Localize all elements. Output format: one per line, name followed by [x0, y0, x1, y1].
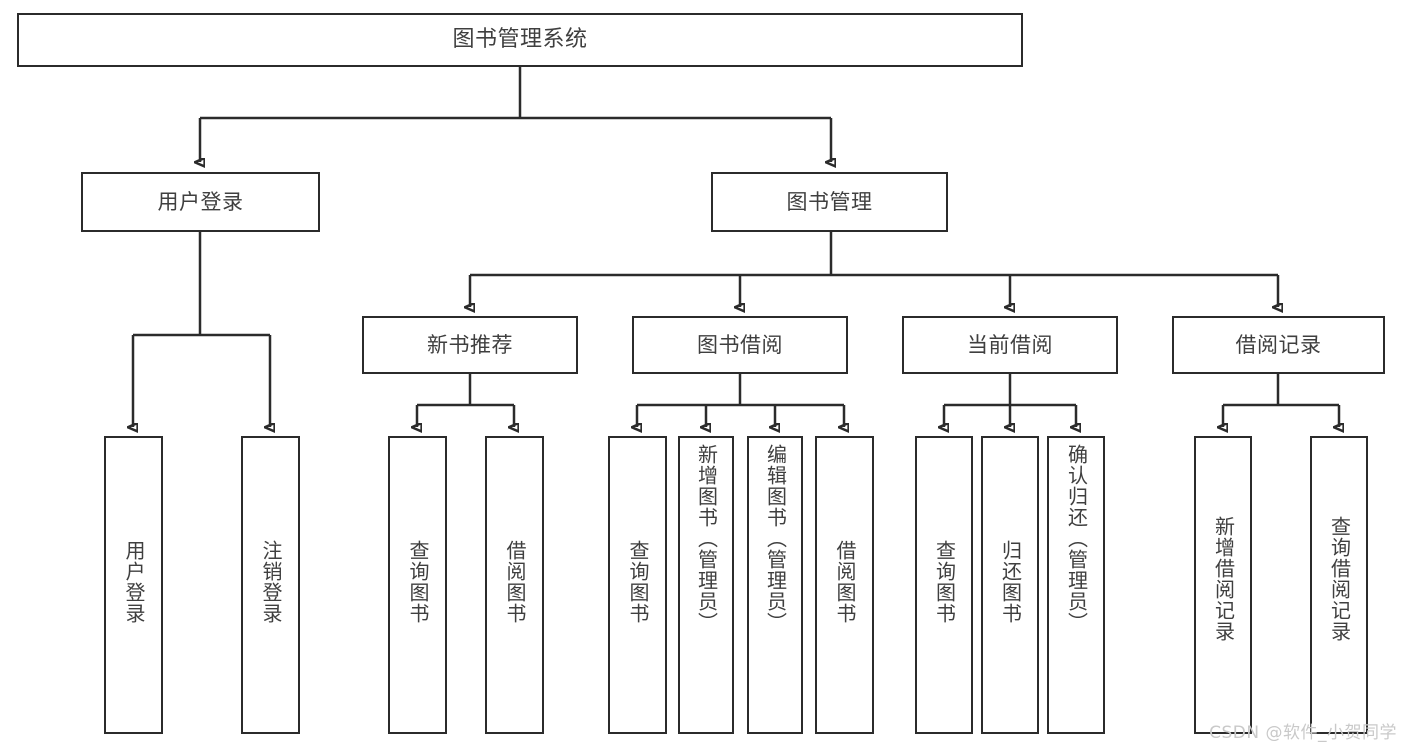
node-label: 新书推荐 — [427, 332, 513, 357]
node-label: 查询图书 — [932, 540, 957, 624]
leaf-current-return-book[interactable]: 归还图书 — [981, 436, 1039, 734]
node-new-book-recommend[interactable]: 新书推荐 — [362, 316, 578, 374]
node-label: 图书管理系统 — [452, 27, 588, 53]
node-label: 查询图书 — [406, 540, 430, 624]
node-label: 注销登录 — [259, 540, 283, 624]
leaf-borrow-add-book-admin[interactable]: 新增图书（管理员） — [678, 436, 734, 734]
node-label: 编辑图书（管理员） — [763, 444, 788, 633]
leaf-record-query-borrow-record[interactable]: 查询借阅记录 — [1310, 436, 1368, 734]
node-borrow-record[interactable]: 借阅记录 — [1172, 316, 1385, 374]
leaf-borrow-borrow-book[interactable]: 借阅图书 — [815, 436, 874, 734]
node-label: 用户登录 — [157, 189, 244, 214]
node-label: 新增借阅记录 — [1211, 516, 1236, 642]
node-label: 用户登录 — [122, 540, 146, 624]
leaf-borrow-edit-book-admin[interactable]: 编辑图书（管理员） — [747, 436, 803, 734]
node-label: 查询图书 — [626, 540, 650, 624]
leaf-record-add-borrow-record[interactable]: 新增借阅记录 — [1194, 436, 1252, 734]
node-label: 借阅图书 — [503, 540, 527, 624]
node-book-management[interactable]: 图书管理 — [711, 172, 948, 232]
leaf-newbook-query-book[interactable]: 查询图书 — [388, 436, 447, 734]
leaf-user-login-signout[interactable]: 注销登录 — [241, 436, 300, 734]
node-current-borrow[interactable]: 当前借阅 — [902, 316, 1118, 374]
node-user-login[interactable]: 用户登录 — [81, 172, 320, 232]
node-label: 当前借阅 — [967, 332, 1053, 357]
node-label: 借阅图书 — [833, 540, 857, 624]
node-label: 新增图书（管理员） — [694, 444, 719, 633]
node-label: 借阅记录 — [1235, 332, 1322, 357]
leaf-current-query-book[interactable]: 查询图书 — [915, 436, 973, 734]
node-label: 查询借阅记录 — [1327, 516, 1352, 642]
node-label: 图书借阅 — [697, 332, 783, 357]
node-book-borrow[interactable]: 图书借阅 — [632, 316, 848, 374]
leaf-user-login-signin[interactable]: 用户登录 — [104, 436, 163, 734]
leaf-current-confirm-return-admin[interactable]: 确认归还（管理员） — [1047, 436, 1105, 734]
watermark-text: CSDN @软件_小贺同学 — [1209, 723, 1397, 743]
node-label: 归还图书 — [998, 540, 1023, 624]
leaf-newbook-borrow-book[interactable]: 借阅图书 — [485, 436, 544, 734]
node-root-system[interactable]: 图书管理系统 — [17, 13, 1023, 67]
leaf-borrow-query-book[interactable]: 查询图书 — [608, 436, 667, 734]
node-label: 图书管理 — [786, 189, 873, 214]
node-label: 确认归还（管理员） — [1064, 444, 1089, 633]
